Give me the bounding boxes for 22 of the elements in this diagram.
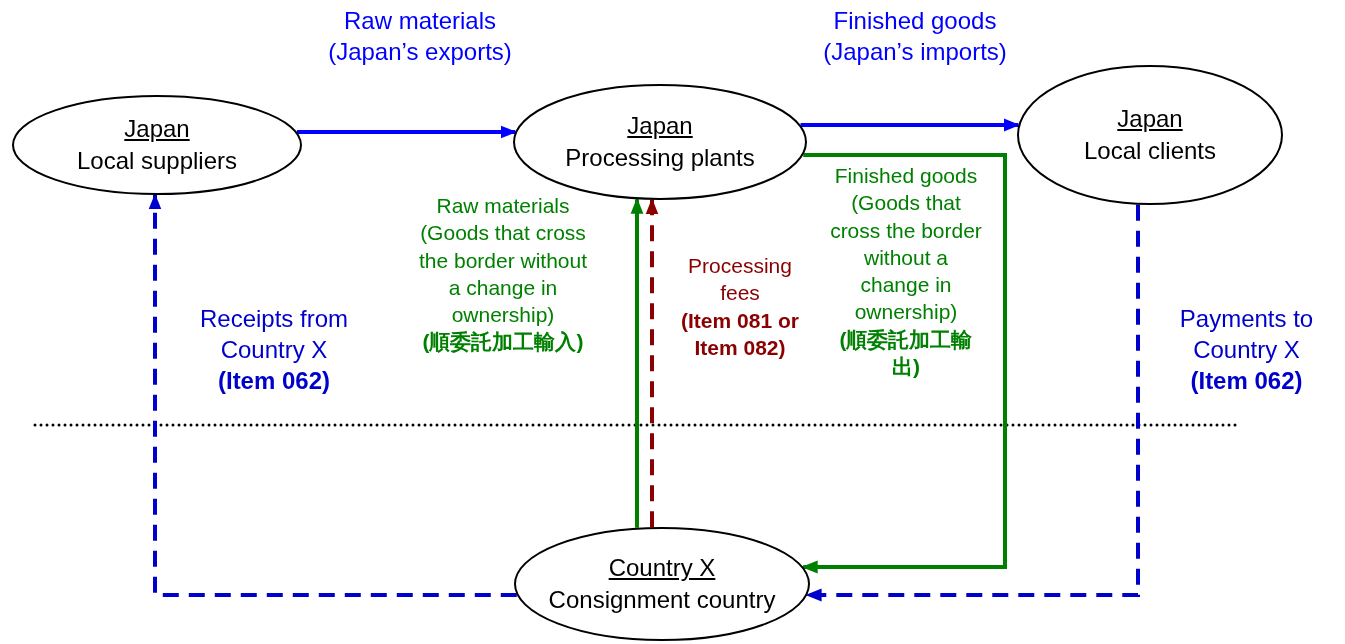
arrow: [800, 118, 1020, 132]
arrow: [805, 204, 1140, 602]
region-heading: Japan: [627, 110, 693, 141]
edge-label: Raw materials (Japan’s exports): [327, 6, 513, 68]
arrow: [630, 197, 644, 528]
edge-label: Payments to Country X (Item 062): [1178, 304, 1315, 397]
region-heading: Japan: [124, 113, 190, 144]
edge-label: Processing fees (Item 081 or Item 082): [680, 253, 800, 361]
node-label: Consignment country: [548, 585, 776, 615]
edge-label: Finished goods (Japan’s imports): [822, 6, 1008, 68]
node-label: Local clients: [1083, 136, 1217, 166]
edge-label: Raw materials (Goods that cross the border without a change in ownership) (順委託加工輸入): [417, 193, 589, 356]
arrow: [801, 153, 1007, 574]
region-heading: Japan: [1117, 103, 1183, 134]
node-label: Processing plants: [565, 143, 755, 173]
arrow: [297, 125, 517, 139]
edge-label: Finished goods (Goods that cross the border without a change in ownership) (順委託加工輸出): [829, 163, 983, 381]
node-label: Local suppliers: [76, 146, 238, 176]
edge-label: Receipts from Country X (Item 062): [198, 304, 349, 397]
arrow: [148, 193, 517, 597]
region-heading: Country X: [608, 552, 716, 583]
arrow: [645, 198, 659, 528]
